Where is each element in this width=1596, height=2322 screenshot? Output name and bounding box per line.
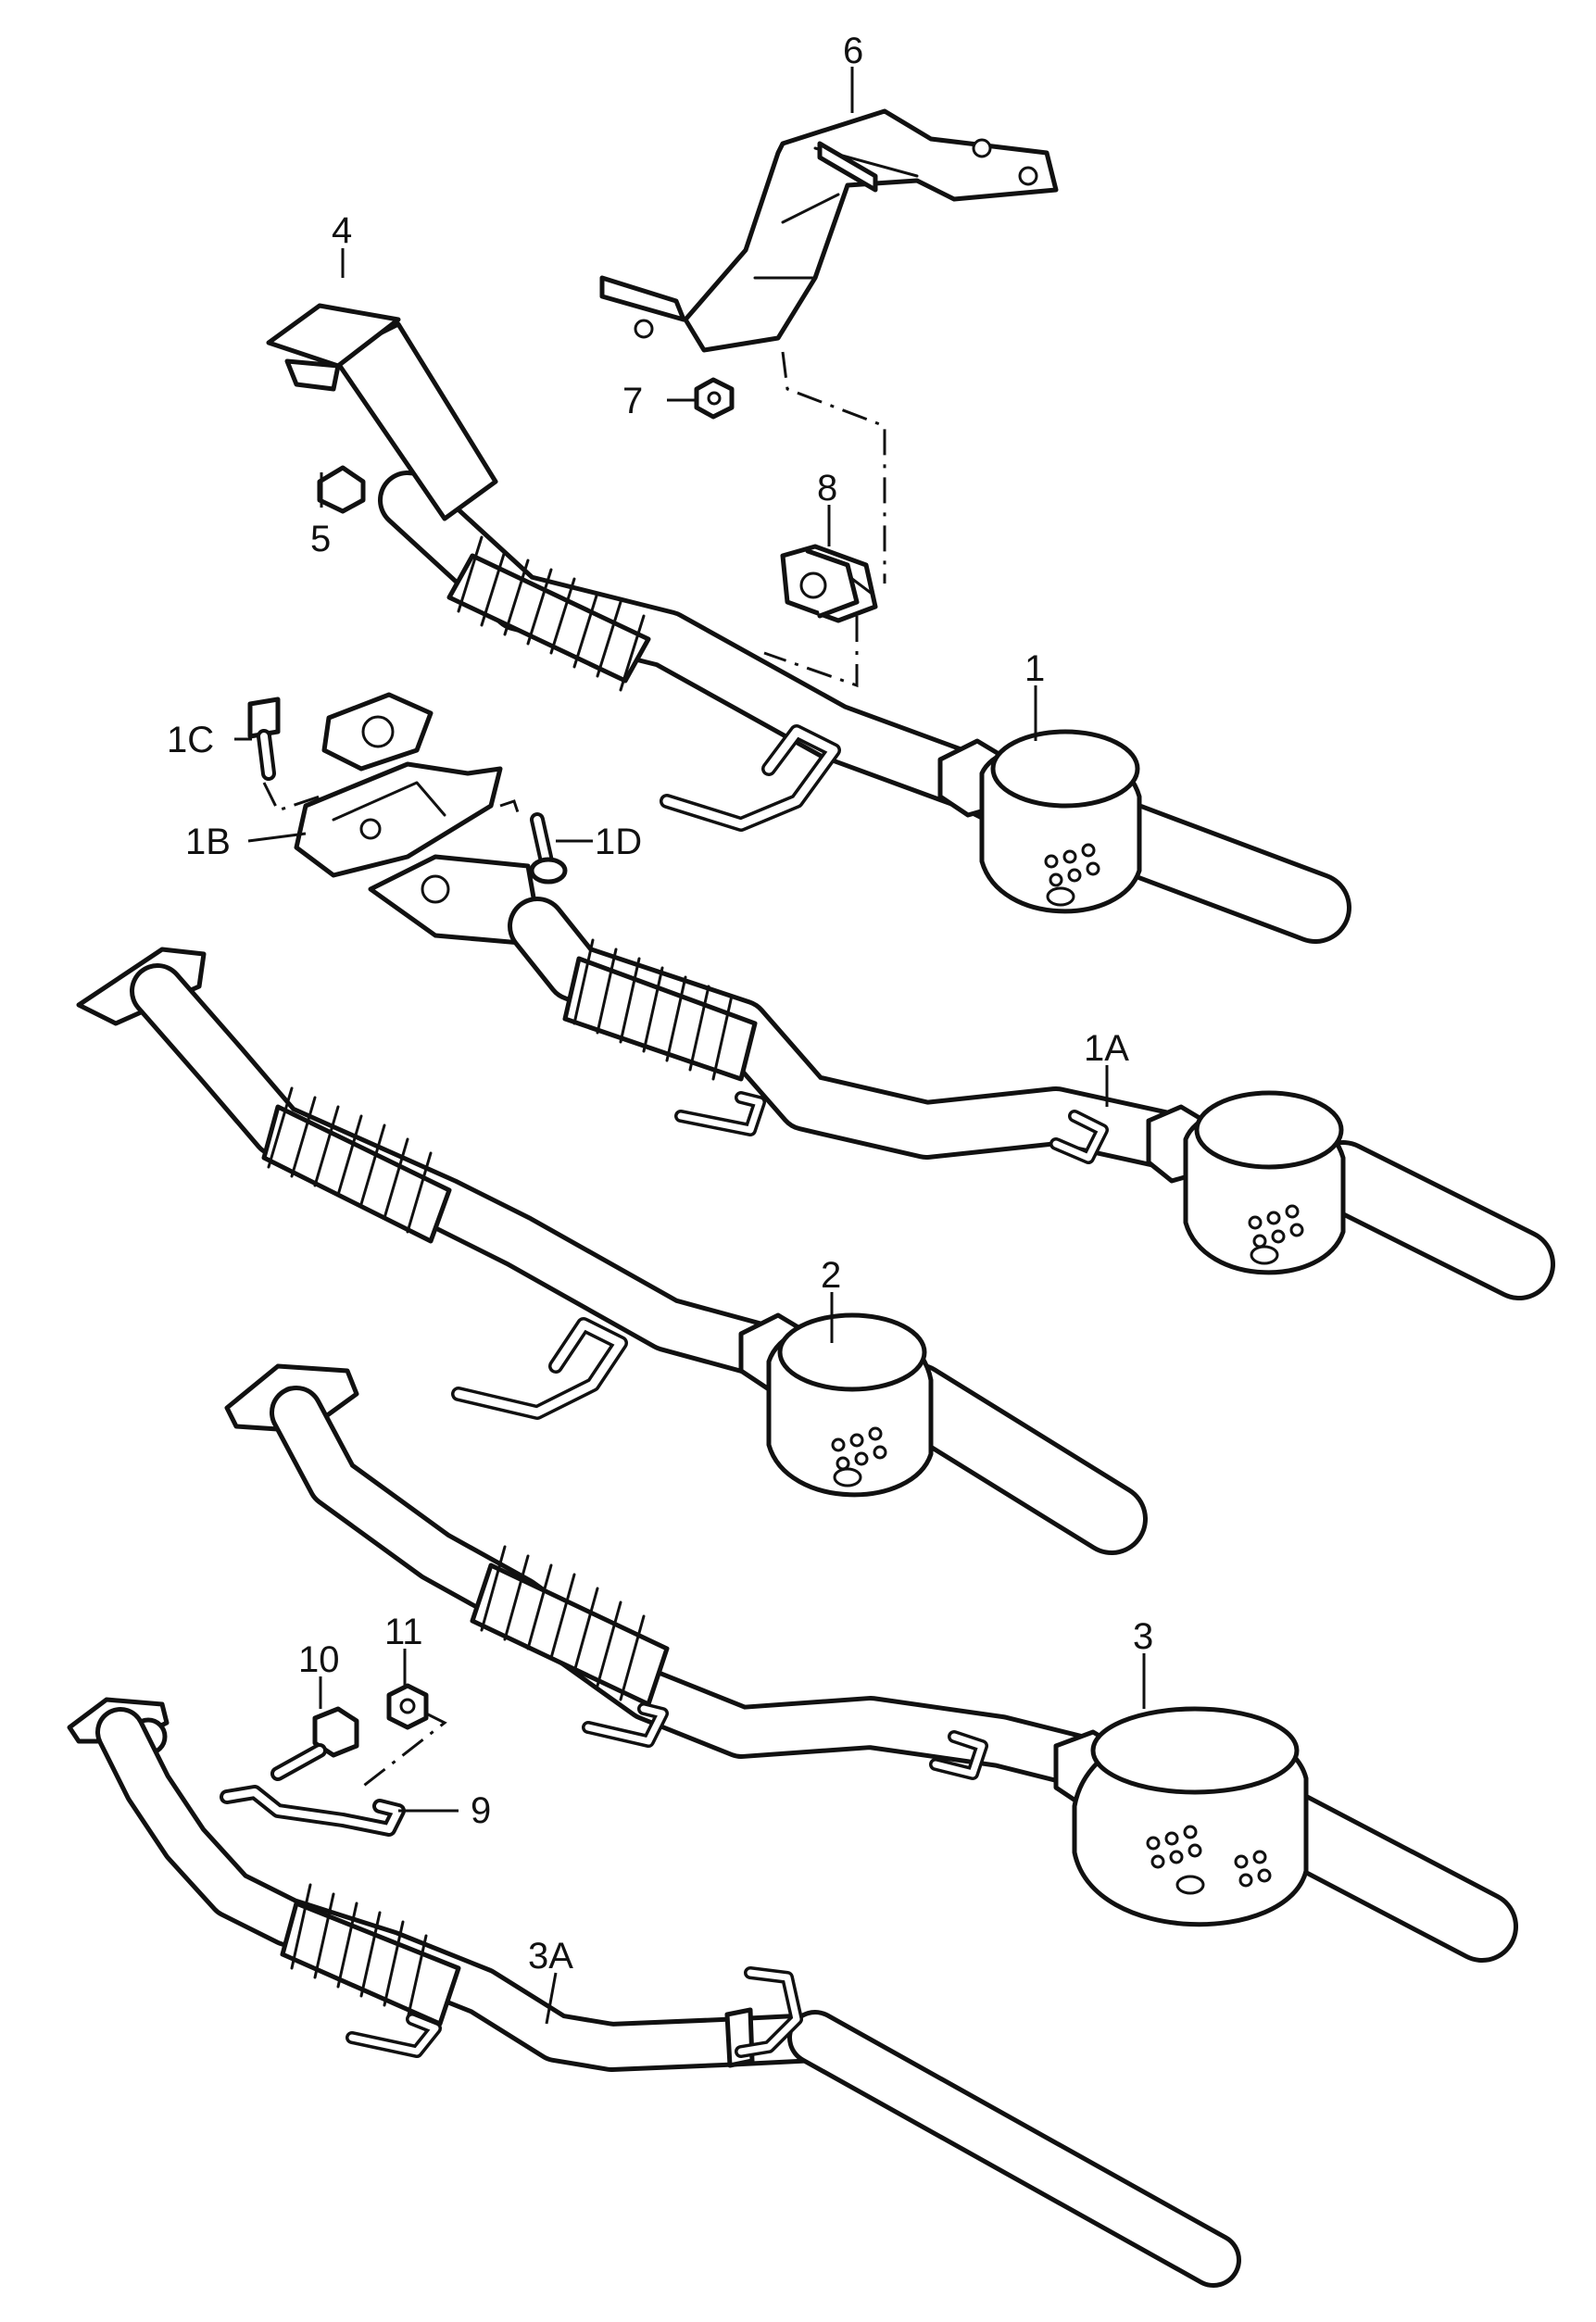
callout-3: 3 — [1133, 1616, 1153, 1657]
callout-10: 10 — [298, 1639, 340, 1680]
callout-5: 5 — [310, 519, 331, 559]
part-1-muffler — [937, 729, 1142, 914]
callout-1c: 1C — [167, 720, 214, 760]
callout-11: 11 — [384, 1612, 423, 1652]
callout-1a: 1A — [1084, 1028, 1129, 1069]
part-1b-flange — [294, 692, 503, 878]
part-3-flex-bellows — [470, 1545, 670, 1707]
part-7-nut — [694, 377, 735, 420]
part-1-catalytic-converter — [266, 303, 498, 521]
part-8-rubber-mount — [780, 544, 878, 623]
part-10-bolt — [270, 1706, 359, 1781]
assembly-line-1c — [262, 782, 320, 812]
callout-7: 7 — [622, 381, 643, 421]
callout-1b: 1B — [185, 822, 231, 862]
callout-1: 1 — [1024, 648, 1045, 689]
part-1-flex-bellows — [446, 535, 651, 692]
part-1d-bolt — [529, 812, 568, 885]
assembly-line-upper — [763, 351, 886, 688]
part-2-flex-bellows — [261, 1086, 452, 1244]
callout-2: 2 — [821, 1255, 841, 1296]
leader-lines — [234, 67, 1146, 2025]
callout-4: 4 — [332, 210, 352, 251]
assembly-line-9 — [360, 1712, 447, 1789]
part-3a-flex-bellows — [280, 1883, 461, 2027]
assembly-line-1d — [499, 799, 521, 816]
part-1a-muffler — [1146, 1090, 1346, 1275]
part-3-muffler — [1053, 1706, 1309, 1927]
callout-1d: 1D — [595, 822, 642, 862]
part-2-muffler — [738, 1312, 934, 1498]
part-6-bracket — [599, 108, 1059, 353]
callout-9: 9 — [471, 1790, 491, 1831]
callout-3a: 3A — [528, 1936, 573, 1977]
part-3a-pipe — [67, 1697, 1241, 2288]
part-1a-flex-bellows — [562, 938, 758, 1082]
callout-8: 8 — [817, 468, 837, 508]
callout-6: 6 — [843, 31, 863, 71]
part-11-nut — [386, 1683, 429, 1730]
part-1c-bolt — [247, 697, 281, 781]
part-2-pipe — [76, 947, 1148, 1555]
